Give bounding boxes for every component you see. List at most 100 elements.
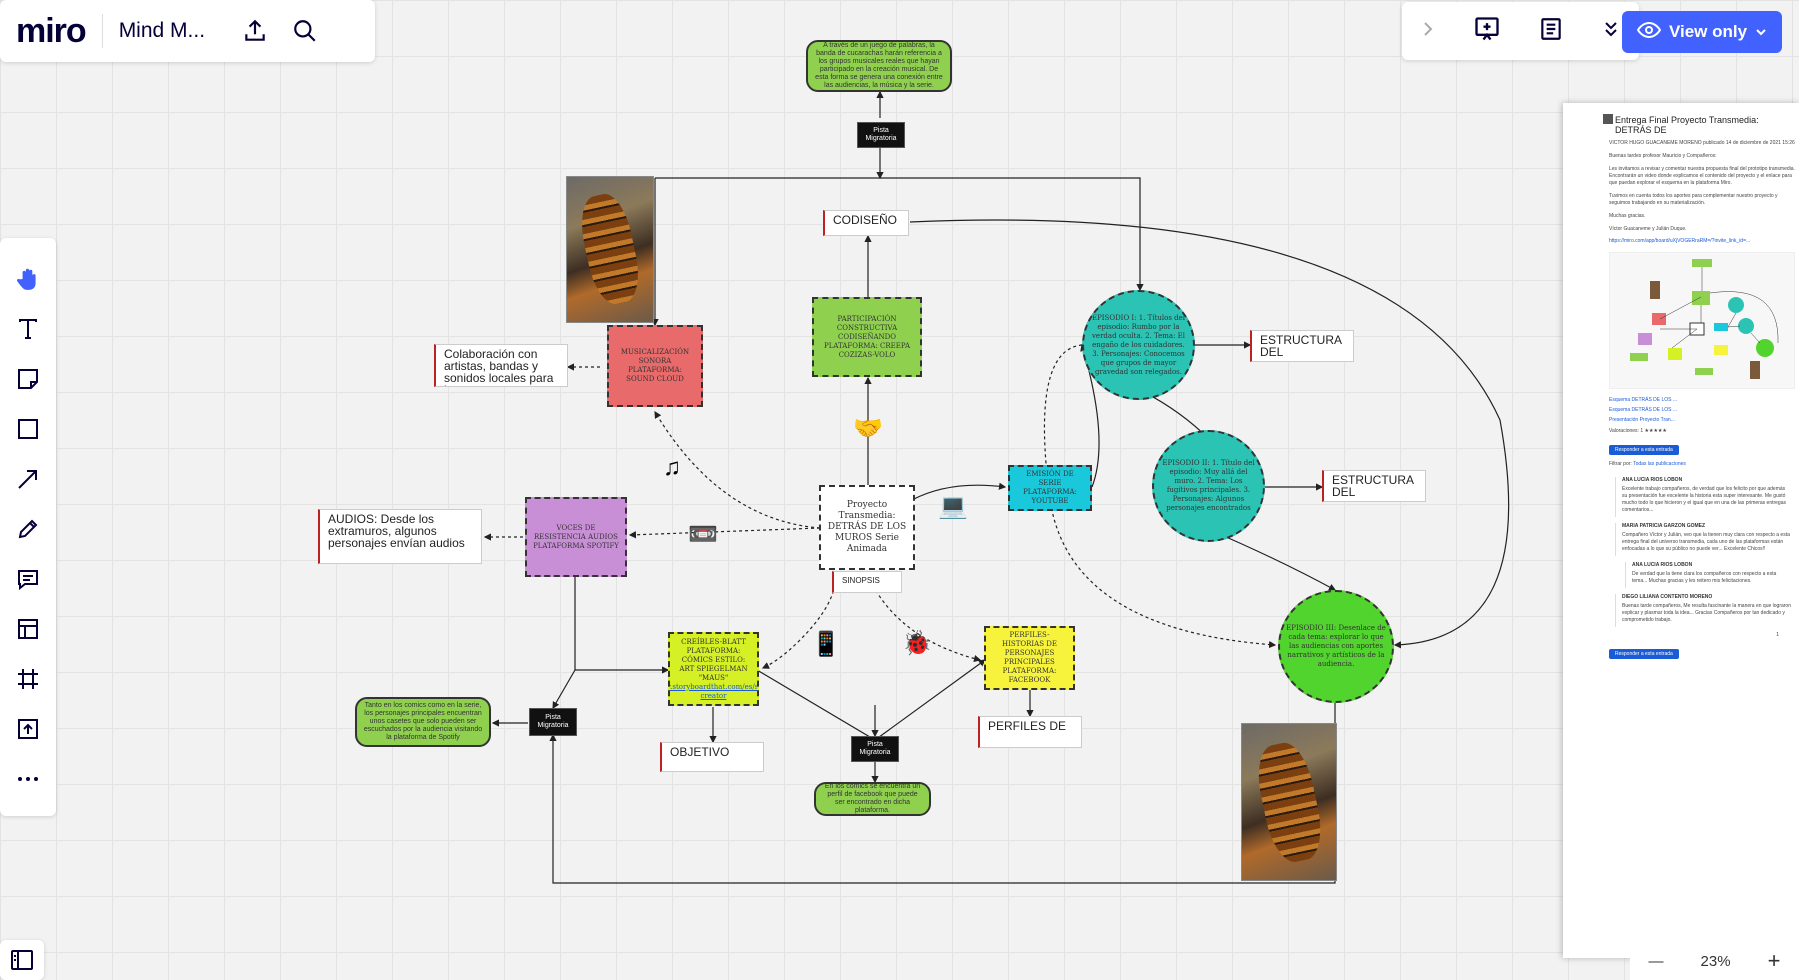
- cockroach-figure: [1250, 738, 1328, 866]
- label-colaboracion[interactable]: Colaboración con artistas, bandas y soni…: [434, 344, 568, 387]
- pista-migratoria-left[interactable]: Pista Migratoria: [529, 708, 577, 736]
- cockroach-image-bottom[interactable]: [1242, 724, 1336, 880]
- doc-ratings: Valoraciones: 1 ★★★★★: [1609, 428, 1667, 434]
- label-codiseno[interactable]: CODISEÑO: [823, 210, 909, 236]
- sidebar-panel-icon: [0, 940, 44, 980]
- sticky-note-icon[interactable]: [10, 361, 46, 397]
- node-episodio-1[interactable]: EPISODIO I: 1. Títulos del episodio: Rum…: [1082, 290, 1195, 400]
- handshake-sticker[interactable]: 🤝: [853, 414, 883, 442]
- comment-text: De verdad que la tiene clara los compañe…: [1632, 571, 1777, 584]
- view-only-label: View only: [1668, 22, 1748, 41]
- top-right-toolbar: [1402, 2, 1639, 60]
- doc-paragraph-1: Les invitamos a revisar y comentar nuest…: [1609, 166, 1795, 186]
- label-sinopsis[interactable]: SINOPSIS: [832, 571, 902, 593]
- node-center-project[interactable]: Proyecto Transmedia: DETRÁS DE LOS MUROS…: [819, 485, 915, 570]
- cockroach-figure: [574, 190, 645, 309]
- edge: [756, 659, 986, 741]
- comment-author: ANA LUCIA RIOS LOBON: [1632, 562, 1693, 568]
- presentation-icon[interactable]: [1473, 15, 1501, 48]
- comment-author: DIEGO LILIANA CONTENTO MORENO: [1622, 594, 1713, 600]
- phone-sticker[interactable]: 📱: [811, 630, 841, 658]
- edge: [549, 703, 1336, 884]
- doc-reply-button-bottom[interactable]: Responder a esta entrada: [1609, 649, 1679, 659]
- doc-filter[interactable]: Filtrar por: Todas las publicaciones: [1563, 458, 1799, 471]
- embedded-document-screenshot[interactable]: Entrega Final Proyecto Transmedia: DETRÁ…: [1563, 103, 1799, 958]
- doc-attachment-2[interactable]: Esquema DETRÁS DE LOS ...: [1609, 407, 1678, 413]
- doc-filter-value[interactable]: Todas las publicaciones: [1633, 461, 1686, 467]
- label-estructura-1[interactable]: ESTRUCTURA DEL: [1250, 330, 1354, 362]
- notes-icon[interactable]: [1538, 15, 1564, 48]
- note-bottom[interactable]: En los comics se encuentra un perfil de …: [814, 782, 931, 816]
- double-chevron-down-icon[interactable]: [1601, 18, 1621, 45]
- pista-migratoria-top[interactable]: Pista Migratoria: [857, 122, 905, 148]
- text-tool-icon[interactable]: [10, 311, 46, 347]
- music-notes-sticker[interactable]: ♫: [663, 454, 681, 481]
- node-comics[interactable]: CREÍBLES-BLATT PLATAFORMA: CÓMICS ESTILO…: [668, 632, 759, 706]
- node-perfiles-facebook[interactable]: PERFILES-HISTORIAS DE PERSONAJES PRINCIP…: [984, 626, 1075, 690]
- chevron-right-icon[interactable]: [1420, 19, 1436, 44]
- board-title[interactable]: Mind M...: [118, 19, 206, 42]
- more-tools-icon[interactable]: [10, 761, 46, 797]
- node-youtube[interactable]: EMISIÓN DE SERIE PLATAFORMA: YOUTUBE: [1008, 465, 1092, 511]
- doc-miro-link[interactable]: https://miro.com/app/board/uXjVOGERraRM=…: [1609, 238, 1751, 244]
- comment-text: Compañero Víctor y Julián, veo que la ti…: [1622, 532, 1790, 552]
- doc-paragraph-2: Tuvimos en cuenta todos los aportes para…: [1609, 193, 1778, 206]
- comment-author: MARIA PATRICIA GARZON GOMEZ: [1622, 523, 1706, 529]
- doc-pagination[interactable]: 1: [1776, 632, 1779, 638]
- label-objetivo[interactable]: OBJETIVO: [660, 742, 764, 772]
- toolbar-divider: [101, 14, 103, 48]
- note-left[interactable]: Tanto en los comics como en la serie, lo…: [355, 697, 491, 747]
- doc-greeting: Buenas tardes profesor Mauricio y Compañ…: [1609, 153, 1717, 159]
- zoom-level[interactable]: 23%: [1700, 952, 1731, 970]
- node-musicalizacion[interactable]: MUSICALIZACIÓN SONORA PLATAFORMA: SOUND …: [607, 325, 703, 407]
- doc-comment: DIEGO LILIANA CONTENTO MORENO Buenas tar…: [1615, 594, 1795, 627]
- upload-icon[interactable]: [10, 711, 46, 747]
- export-icon[interactable]: [235, 11, 275, 51]
- shape-tool-icon[interactable]: [10, 411, 46, 447]
- search-icon[interactable]: [285, 11, 325, 51]
- frame-tool-icon[interactable]: [10, 661, 46, 697]
- doc-mindmap-thumbnail: [1609, 252, 1795, 389]
- doc-reply-button[interactable]: Responder a esta entrada: [1609, 445, 1679, 455]
- doc-comment: ANA LUCIA RIOS LOBON De verdad que la ti…: [1625, 562, 1795, 588]
- edge: [574, 573, 670, 674]
- comment-tool-icon[interactable]: [10, 561, 46, 597]
- doc-comment: ANA LUCIA RIOS LOBON Excelente trabajo c…: [1615, 477, 1795, 517]
- laptop-sticker[interactable]: 💻: [938, 492, 968, 520]
- pen-tool-icon[interactable]: [10, 511, 46, 547]
- connection-line-icon[interactable]: [10, 461, 46, 497]
- edge: [552, 669, 576, 710]
- doc-thanks: Muchas gracias.: [1609, 213, 1646, 219]
- edge: [1209, 529, 1337, 591]
- frame-template-icon[interactable]: [10, 611, 46, 647]
- comment-text: Excelente trabajo compañeros, de verdad …: [1622, 486, 1786, 513]
- ladybug-sticker[interactable]: 🐞: [902, 629, 932, 657]
- doc-attachment-3[interactable]: Presentación Proyecto Tran...: [1609, 417, 1675, 423]
- label-audios[interactable]: AUDIOS: Desde los extramuros, algunos pe…: [318, 509, 482, 564]
- note-top[interactable]: A través de un juego de palabras, la ban…: [806, 40, 952, 92]
- comics-link[interactable]: http://www.storyboardthat.com/es/storybo…: [670, 682, 759, 700]
- label-estructura-2[interactable]: ESTRUCTURA DEL: [1322, 470, 1426, 502]
- miro-logo[interactable]: miro: [16, 11, 87, 50]
- zoom-control: — 23% +: [1630, 942, 1799, 980]
- label-perfiles[interactable]: PERFILES DE: [978, 716, 1082, 748]
- cassette-sticker[interactable]: 📼: [688, 520, 718, 548]
- doc-authors: Víctor Guacaneme y Julián Duque.: [1609, 226, 1687, 232]
- node-episodio-2[interactable]: EPISODIO II: 1. Título del episodio: Muy…: [1152, 430, 1265, 542]
- doc-attachment-1[interactable]: Esquema DETRÁS DE LOS ...: [1609, 397, 1678, 403]
- node-episodio-3[interactable]: EPISODIO III: Desenlace de cada tema: ex…: [1278, 590, 1394, 703]
- pista-migratoria-bottom[interactable]: Pista Migratoria: [851, 736, 899, 762]
- zoom-out-button[interactable]: —: [1648, 952, 1664, 970]
- doc-comment: MARIA PATRICIA GARZON GOMEZ Compañero Ví…: [1615, 523, 1795, 556]
- doc-title: Entrega Final Proyecto Transmedia: DETRÁ…: [1563, 103, 1799, 137]
- view-only-button[interactable]: View only: [1622, 11, 1782, 53]
- hand-tool-icon[interactable]: [10, 261, 46, 297]
- zoom-in-button[interactable]: +: [1767, 948, 1781, 973]
- cockroach-image-top[interactable]: [567, 177, 653, 322]
- comment-author: ANA LUCIA RIOS LOBON: [1622, 477, 1683, 483]
- top-left-toolbar: miro Mind M...: [0, 0, 375, 62]
- node-participacion[interactable]: PARTICIPACIÓN CONSTRUCTIVA CODISEÑANDO P…: [812, 297, 922, 377]
- node-audios-spotify[interactable]: VOCES DE RESISTENCIA AUDIOS PLATAFORMA S…: [525, 497, 627, 577]
- sidebar-toggle[interactable]: [0, 940, 44, 980]
